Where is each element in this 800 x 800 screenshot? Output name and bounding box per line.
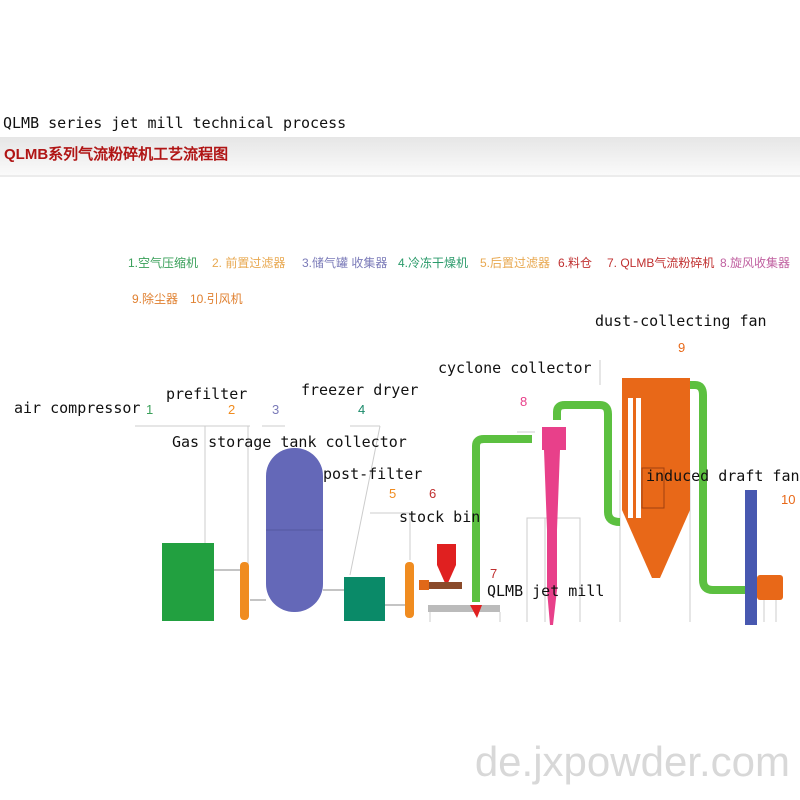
- stock-bin: [437, 544, 456, 583]
- legend-item: 8.旋风收集器: [720, 256, 791, 270]
- legend-item: 6.料仓: [558, 256, 593, 270]
- watermark: de.jxpowder.com: [474, 738, 790, 785]
- legend-item: 2. 前置过滤器: [212, 256, 286, 270]
- legend-item: 5.后置过滤器: [480, 256, 551, 270]
- cyclone-collector: [542, 427, 566, 625]
- legend-item: 7. QLMB气流粉碎机: [607, 256, 715, 270]
- label-gas-storage: Gas storage tank collector: [172, 433, 407, 451]
- number-label: 9: [678, 340, 686, 355]
- pipes: [472, 381, 750, 602]
- label-post-filter: post-filter: [323, 465, 423, 483]
- number-label: 4: [358, 402, 366, 417]
- legend-item: 4.冷冻干燥机: [398, 256, 469, 270]
- label-jet-mill: QLMB jet mill: [487, 582, 605, 600]
- number-label: 8: [520, 394, 528, 409]
- number-label: 10: [781, 492, 796, 507]
- jet-mill: [470, 605, 482, 618]
- post-filter: [405, 562, 414, 618]
- induced-draft-fan: [757, 575, 783, 600]
- number-label: 3: [272, 402, 280, 417]
- number-label: 5: [389, 486, 397, 501]
- label-stock-bin: stock bin: [399, 508, 481, 526]
- jet-mill-platform: [428, 605, 500, 612]
- freezer-dryer: [344, 577, 385, 621]
- prefilter: [240, 562, 249, 620]
- legend-item: 1.空气压缩机: [128, 256, 199, 270]
- number-label: 6: [429, 486, 437, 501]
- label-cyclone-collector: cyclone collector: [438, 359, 592, 377]
- air-compressor: [162, 543, 214, 621]
- label-air-compressor: air compressor: [14, 399, 141, 417]
- number-label: 2: [228, 402, 236, 417]
- legend-item: 10.引风机: [190, 292, 243, 306]
- number-label: 7: [490, 566, 498, 581]
- label-dust-collecting-fan: dust-collecting fan: [595, 312, 767, 330]
- fan-column: [745, 490, 757, 625]
- legend-item: 3.储气罐 收集器: [302, 256, 388, 270]
- legend-item: 9.除尘器: [132, 292, 179, 306]
- chinese-title: QLMB系列气流粉碎机工艺流程图: [4, 146, 229, 163]
- label-induced-draft-fan: induced draft fan: [646, 467, 800, 485]
- number-label: 1: [146, 402, 154, 417]
- label-freezer-dryer: freezer dryer: [301, 381, 419, 399]
- label-prefilter: prefilter: [166, 385, 248, 403]
- page-heading: QLMB series jet mill technical process: [3, 114, 347, 132]
- title-band: [0, 137, 800, 177]
